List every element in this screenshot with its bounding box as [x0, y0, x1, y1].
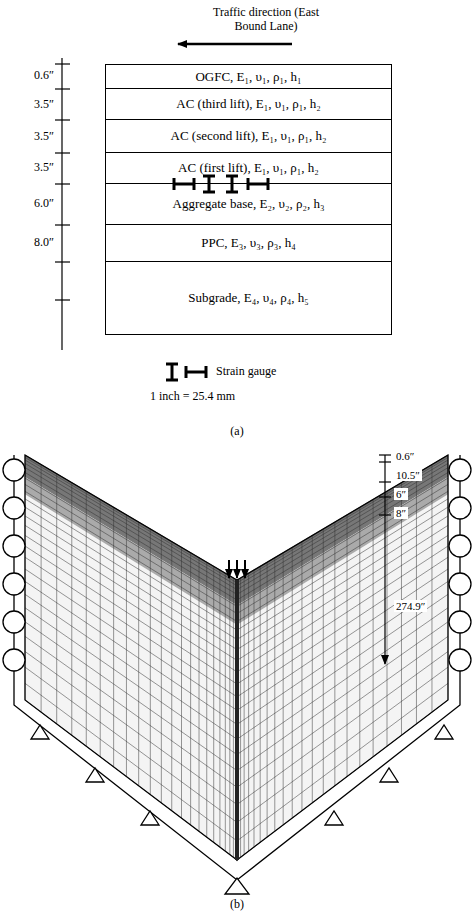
layer-label: AC (third lift), E₁, υ₁, ρ₁, h₂	[176, 96, 320, 112]
legend-text: Strain gauge	[216, 364, 276, 378]
dimension: 10.5″	[394, 469, 422, 481]
layer-label: Subgrade, E₄, υ₄, ρ₄, h₅	[188, 290, 309, 306]
roller-supports	[3, 459, 471, 671]
scale-note: 1 inch = 25.4 mm	[150, 389, 235, 403]
pavement-layer: OGFC, E₁, υ₁, ρ₁, h₁	[105, 64, 392, 89]
layer-label: AC (first lift), E₁, υ₁, ρ₁, h₂	[178, 160, 319, 176]
strain-gauge-symbol	[166, 364, 206, 380]
layer-label: AC (second lift), E₁, υ₁, ρ₁, h₂	[171, 128, 327, 144]
strain-gauges	[174, 176, 268, 192]
panel-label: (b)	[230, 897, 244, 911]
dimension: 6″	[394, 488, 408, 500]
layer-label: OGFC, E₁, υ₁, ρ₁, h₁	[195, 69, 301, 85]
pavement-layer: AC (third lift), E₁, υ₁, ρ₁, h₂	[105, 89, 392, 120]
pavement-layer: Subgrade, E₄, υ₄, ρ₄, h₅	[105, 262, 392, 335]
dimension-bar	[379, 455, 391, 664]
layer-label: Aggregate base, E₂, υ₂, ρ₂, h₃	[173, 196, 325, 212]
thickness: 3.5″	[34, 97, 54, 111]
thickness: 3.5″	[34, 160, 54, 174]
pavement-layer: PPC, E₃, υ₃, ρ₃, h₄	[105, 225, 392, 262]
fe-mesh	[14, 455, 460, 894]
dimension: 0.6″	[394, 450, 416, 462]
traffic-arrow	[178, 43, 292, 46]
thickness: 8.0″	[34, 235, 54, 249]
thickness: 3.5″	[34, 129, 54, 143]
thickness-scale	[55, 58, 70, 350]
dimension: 274.9″	[394, 600, 427, 612]
panel-label: (a)	[230, 424, 243, 438]
thickness: 0.6″	[34, 68, 54, 82]
pavement-layer: Aggregate base, E₂, υ₂, ρ₂, h₃	[105, 184, 392, 225]
pavement-layer: AC (first lift), E₁, υ₁, ρ₁, h₂	[105, 153, 392, 184]
pavement-layer: AC (second lift), E₁, υ₁, ρ₁, h₂	[105, 120, 392, 153]
dimension: 8″	[394, 507, 408, 519]
arrow-label: Traffic direction (East Bound Lane)	[213, 5, 319, 33]
thickness: 6.0″	[34, 196, 54, 210]
layer-label: PPC, E₃, υ₃, ρ₃, h₄	[201, 235, 296, 251]
